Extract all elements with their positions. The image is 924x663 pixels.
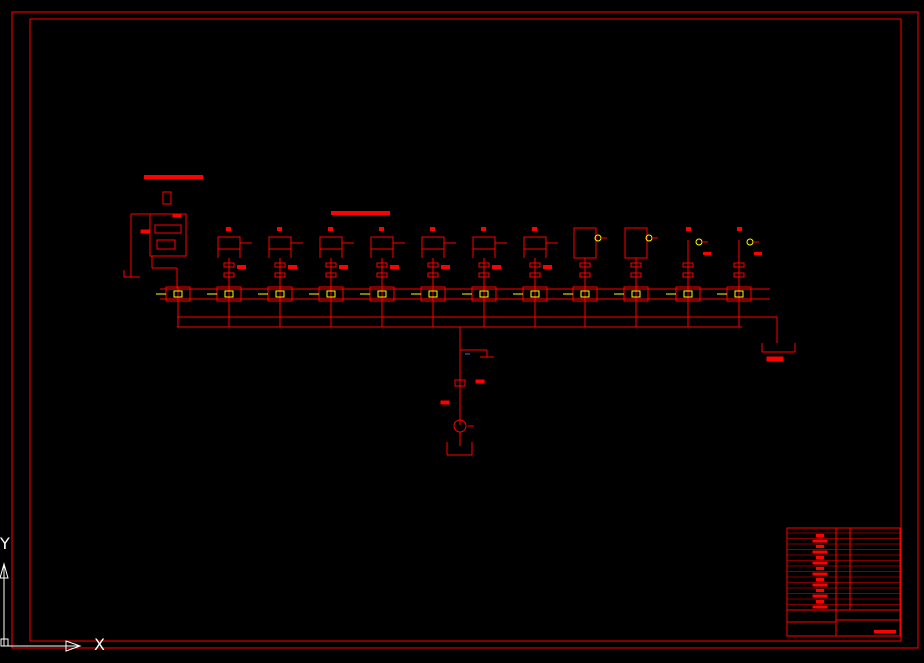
tag-mark [277,227,282,231]
check-valve [733,262,745,268]
valve-spool [530,290,540,298]
valve-spool [275,290,285,298]
title-block-rows [787,532,900,633]
ucs-y-label: Y [0,534,10,553]
return-tank [761,343,796,362]
title-block-cell [812,572,828,576]
tag-mark [390,265,399,269]
pump-unit [440,327,494,456]
check-valve [376,272,388,278]
title-block-cell [816,578,824,581]
accumulator-box [573,227,597,259]
check-valve [682,272,694,278]
tag-mark [703,252,711,255]
check-valve [427,262,439,268]
check-valve [325,262,337,268]
check-valve [630,272,642,278]
tag-mark [237,265,246,269]
tag-mark [379,227,384,231]
tag-mark [737,227,742,231]
title-block-cell [816,567,824,570]
check-valve [579,272,591,278]
check-valve [630,262,642,268]
valve-spool [173,290,183,298]
ucs-x-label: X [94,635,105,654]
check-valve [682,262,694,268]
actuator-columns [156,227,762,327]
tag-mark [532,227,537,231]
tag-mark [288,265,297,269]
check-valve [478,272,490,278]
check-valve [223,262,235,268]
title-block-cell [816,545,824,548]
inner-frame [29,18,902,642]
tag-mark [686,227,691,231]
tag-mark [328,227,333,231]
valve-spool [377,290,387,298]
outer-frame [11,11,919,649]
check-valve [529,262,541,268]
check-valve [478,262,490,268]
valve-spool [326,290,336,298]
title-block-cell [812,594,828,598]
hydraulic-cylinder [319,236,343,250]
ucs-axis-icon [0,562,82,652]
check-valve [223,272,235,278]
accumulator-box [624,227,648,259]
hydraulic-cylinder [523,236,547,250]
valve-spool [224,290,234,298]
hydraulic-cylinder [370,236,394,250]
hydraulic-motor [746,238,754,246]
title-block-cell [816,534,824,537]
title-block-cell [812,605,828,609]
valve-spool [428,290,438,298]
hydraulic-cylinder [421,236,445,250]
tag-mark [339,265,348,269]
valve-spool [580,290,590,298]
valve-manifold [160,288,778,343]
hydraulic-motor [695,238,703,246]
check-valve [376,262,388,268]
hydraulic-cylinder [268,236,292,250]
check-valve [529,272,541,278]
tag-mark [441,265,450,269]
check-valve [579,262,591,268]
title-block-cell [816,589,824,592]
title-block-cell [812,561,828,565]
title-block [786,527,901,637]
hydraulic-cylinder [217,236,241,250]
valve-spool [479,290,489,298]
title-block-cell [816,556,824,559]
check-valve [427,272,439,278]
tag-mark [430,227,435,231]
check-valve [325,272,337,278]
tag-mark [481,227,486,231]
title-block-cell [812,550,828,554]
check-valve [274,272,286,278]
tag-mark [492,265,501,269]
title-block-cell [812,583,828,587]
title-bar-left [144,175,203,179]
pressure-regulator-group [123,191,187,288]
tag-mark [543,265,552,269]
valve-spool [631,290,641,298]
tag-mark [754,252,762,255]
valve-spool [683,290,693,298]
title-block-cell [816,600,824,603]
check-valve [274,262,286,268]
valve-spool [734,290,744,298]
tag-mark [226,227,231,231]
check-valve [733,272,745,278]
drawing-number-cell [874,630,896,633]
title-block-cell [812,539,828,543]
title-bar-center [331,211,390,215]
hydraulic-cylinder [472,236,496,250]
